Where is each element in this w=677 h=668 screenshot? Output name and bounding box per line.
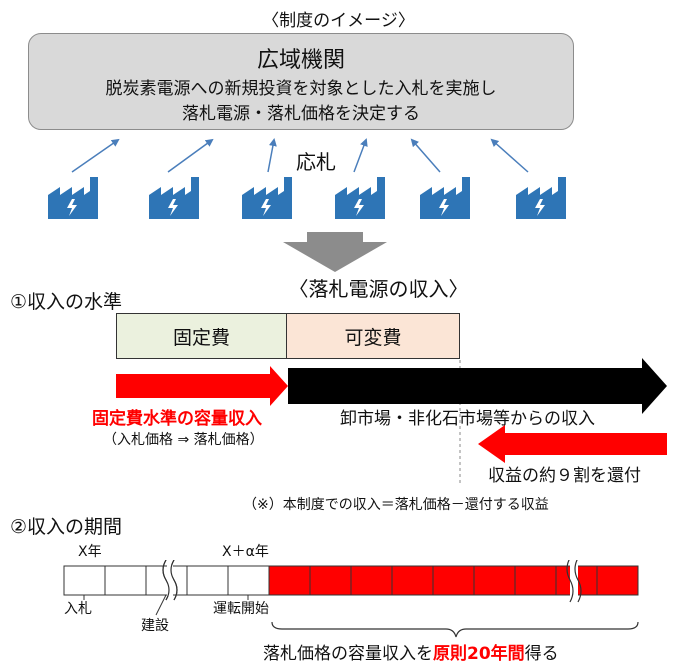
period-summary-suffix: 得る [524, 644, 559, 664]
bid-arrow-1 [71, 138, 120, 173]
timeline-cell [104, 565, 147, 596]
agency-description-line2: 落札電源・落札価格を決定する [182, 104, 420, 124]
variable-cost-label: 可変費 [344, 326, 402, 349]
bid-arrow-3 [267, 138, 277, 173]
period-summary: 落札価格の容量収入を原則20年間得る [263, 639, 559, 664]
income-arrows [116, 358, 667, 486]
bid-timeline-label: 入札 [64, 601, 92, 617]
market-income-arrow [288, 358, 667, 414]
capacity-income-label: 固定費水準の容量収入 [92, 409, 262, 429]
capacity-income-arrow [116, 366, 288, 406]
timeline [63, 560, 639, 638]
fixed-cost-box: 固定費 [116, 313, 287, 359]
period-bracket [271, 621, 639, 638]
refund-label: 収益の約９割を還付 [488, 466, 641, 486]
factory-icon [48, 177, 98, 219]
timeline-cell-red [309, 565, 352, 596]
timeline-cell-red [391, 565, 434, 596]
timeline-cell-red [432, 565, 475, 596]
bid-arrow-6 [490, 138, 529, 173]
timeline-cell [63, 565, 106, 596]
bid-to-award-price-label: （入札価格 ⇒ 落札価格） [103, 432, 264, 448]
bid-arrow-5 [410, 138, 441, 173]
timeline-cell-red [596, 565, 639, 596]
break-mark-icon [574, 560, 582, 603]
factory-icon [149, 177, 199, 219]
timeline-cell-red [514, 565, 557, 596]
timeline-cell-red [473, 565, 516, 596]
factory-icon [516, 177, 566, 219]
factory-icon [242, 177, 292, 219]
agency-box [28, 33, 574, 130]
timeline-cell [186, 565, 229, 596]
x-year-label: X年 [78, 544, 102, 560]
x-alpha-year-label: X＋α年 [222, 544, 269, 560]
period-summary-highlight: 原則20年間 [433, 644, 525, 664]
bid-label: 応札 [296, 150, 336, 174]
diagram-title: 〈制度のイメージ〉 [262, 11, 415, 31]
fixed-cost-label: 固定費 [172, 326, 230, 349]
timeline-cell-red [350, 565, 393, 596]
factory-icon [420, 177, 470, 219]
bid-arrows [71, 138, 529, 173]
refund-arrow [478, 425, 667, 463]
factory-icon [335, 177, 385, 219]
timeline-cell [227, 565, 270, 596]
agency-description-line1: 脱炭素電源への新規投資を対象とした入札を実施し [105, 79, 497, 99]
operation-start-timeline-label: 運転開始 [213, 601, 269, 617]
market-income-label: 卸市場・非化石市場等からの収入 [340, 409, 595, 429]
agency-name: 広域機関 [256, 48, 345, 73]
down-arrow-icon [283, 232, 387, 272]
construction-timeline-label: 建設 [141, 618, 169, 634]
variable-cost-box: 可変費 [286, 313, 460, 359]
income-period-heading: ②収入の期間 [10, 516, 123, 538]
bid-arrow-2 [167, 138, 214, 173]
income-note: （※）本制度での収入＝落札価格－還付する収益 [243, 497, 549, 513]
income-title: 〈落札電源の収入〉 [288, 277, 469, 301]
bid-arrow-4 [353, 138, 368, 173]
income-level-heading: ①収入の水準 [10, 291, 123, 313]
period-summary-prefix: 落札価格の容量収入を [263, 644, 433, 664]
construction-pointer-line [155, 594, 167, 616]
break-mark-icon [566, 560, 574, 603]
timeline-cell-red [268, 565, 311, 596]
